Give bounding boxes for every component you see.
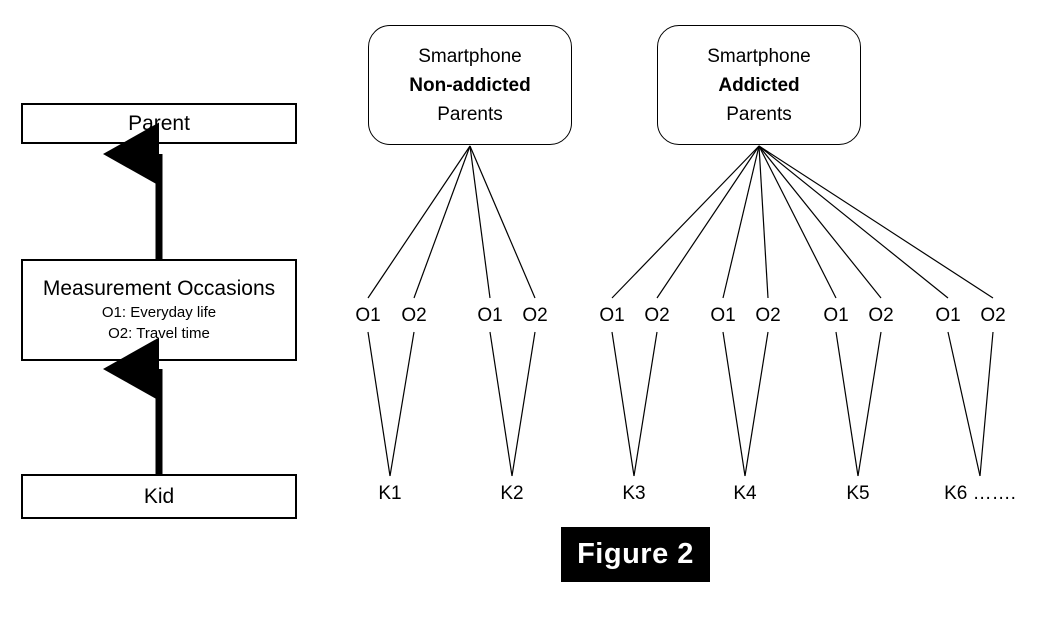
- measurement-occasion-o1-description: O1: Everyday life: [101, 304, 217, 321]
- occasion-label-10: O2: [868, 305, 894, 326]
- level-box-measurement-occasions: Measurement Occasions O1: Everyday life …: [21, 259, 297, 361]
- occasion-label-5: O1: [599, 305, 625, 326]
- fan-line-addicted-2: [656, 145, 760, 299]
- occasion-label-4: O2: [522, 305, 548, 326]
- group-box-addicted-line3: Parents: [726, 103, 792, 125]
- figure-caption: Figure 2: [561, 527, 710, 582]
- fan-line-addicted-5: [758, 145, 837, 299]
- kid-label-6: K6 …….: [944, 483, 1016, 504]
- tree-fan-lines: [367, 145, 994, 299]
- group-box-non-addicted-line2: Non-addicted: [409, 74, 531, 96]
- kid-label-3: K3: [622, 483, 646, 504]
- converge-line-kid-2-o1: [489, 331, 513, 477]
- converge-line-kid-6-o2: [979, 331, 994, 477]
- level-box-parent: Parent: [21, 103, 297, 144]
- occasion-label-9: O1: [823, 305, 849, 326]
- kid-label-1: K1: [378, 483, 402, 504]
- converge-line-kid-1-o1: [367, 331, 391, 477]
- converge-line-kid-4-o2: [744, 331, 769, 477]
- converge-line-kid-2-o2: [511, 331, 536, 477]
- fan-line-non-addicted-2: [413, 145, 471, 299]
- fan-line-addicted-3: [722, 145, 760, 299]
- converge-line-kid-4-o1: [722, 331, 746, 477]
- tree-kid-converge-lines: [367, 331, 994, 477]
- fan-line-addicted-4: [758, 145, 769, 299]
- converge-line-kid-1-o2: [389, 331, 415, 477]
- occasion-label-3: O1: [477, 305, 503, 326]
- fan-line-non-addicted-1: [367, 145, 471, 299]
- converge-line-kid-5-o1: [835, 331, 859, 477]
- fan-line-non-addicted-4: [469, 145, 536, 299]
- measurement-occasion-o2-description: O2: Travel time: [108, 325, 210, 342]
- occasion-label-12: O2: [980, 305, 1006, 326]
- group-box-non-addicted-parents: Smartphone Non-addicted Parents: [368, 25, 572, 145]
- occasion-label-1: O1: [355, 305, 381, 326]
- level-box-kid: Kid: [21, 474, 297, 519]
- converge-line-kid-6-o1: [947, 331, 981, 477]
- converge-line-kid-5-o2: [857, 331, 882, 477]
- group-box-non-addicted-line1: Smartphone: [418, 45, 522, 67]
- occasion-label-8: O2: [755, 305, 781, 326]
- fan-line-addicted-7: [758, 145, 949, 299]
- group-box-addicted-line1: Smartphone: [707, 45, 811, 67]
- occasion-label-7: O1: [710, 305, 736, 326]
- converge-line-kid-3-o1: [611, 331, 635, 477]
- kid-label-4: K4: [733, 483, 757, 504]
- kid-label-5: K5: [846, 483, 870, 504]
- fan-line-non-addicted-3: [469, 145, 491, 299]
- group-box-addicted-line2: Addicted: [718, 74, 800, 96]
- occasion-label-11: O1: [935, 305, 961, 326]
- level-box-measurement-occasions-title: Measurement Occasions: [42, 277, 276, 300]
- fan-line-addicted-8: [758, 145, 994, 299]
- level-box-parent-title: Parent: [128, 111, 190, 135]
- fan-line-addicted-1: [611, 145, 760, 299]
- group-box-addicted-parents: Smartphone Addicted Parents: [657, 25, 861, 145]
- kid-label-2: K2: [500, 483, 524, 504]
- occasion-label-2: O2: [401, 305, 427, 326]
- fan-line-addicted-6: [758, 145, 882, 299]
- group-box-non-addicted-line3: Parents: [437, 103, 503, 125]
- level-box-kid-title: Kid: [143, 484, 175, 508]
- occasion-label-6: O2: [644, 305, 670, 326]
- converge-line-kid-3-o2: [633, 331, 658, 477]
